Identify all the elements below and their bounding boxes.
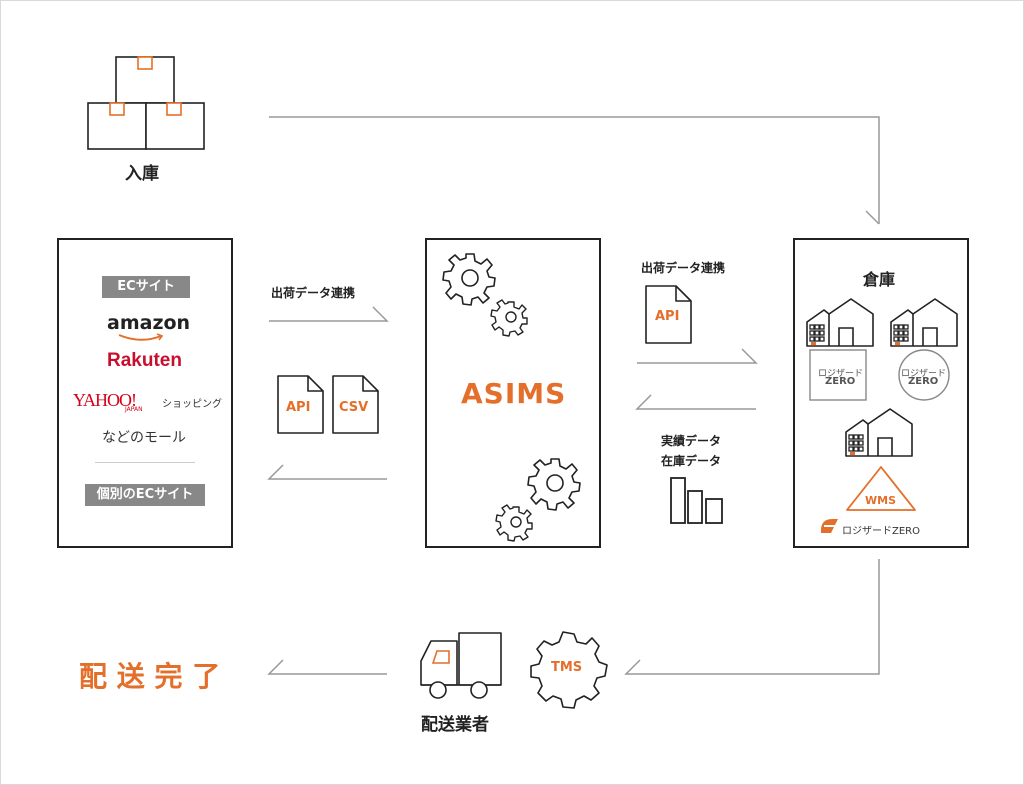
warehouse-icon xyxy=(845,408,913,457)
boxes-icon xyxy=(87,56,205,150)
gear-icon xyxy=(527,458,581,511)
result-data-label: 実績データ xyxy=(661,434,722,448)
gear-icon-small xyxy=(495,504,533,542)
arrow-warehouse-to-asims xyxy=(635,394,756,410)
yahoo-logo: YAHOO! xyxy=(73,390,137,410)
warehouse-panel: 倉庫 ロジザード ZERO ロジザード ZERO WMS ロジザードZERO xyxy=(793,238,969,548)
individual-ec-site-tag: 個別のECサイト xyxy=(85,484,205,506)
ec-site-tag: ECサイト xyxy=(102,276,190,298)
badge-2-line1: ロジザード xyxy=(901,369,947,379)
warehouse-graphics xyxy=(806,298,958,533)
logizard-badge-square xyxy=(809,349,867,401)
arrow-ec-to-asims xyxy=(269,306,389,322)
yahoo-shopping-text: ショッピング xyxy=(162,399,222,410)
warehouse-icon xyxy=(806,298,874,347)
logizard-brand-icon xyxy=(820,519,838,533)
bar-chart-icon xyxy=(670,477,723,524)
arrowhead-warehouse xyxy=(865,210,880,225)
warehouse-title: 倉庫 xyxy=(863,270,896,289)
amazon-smile-icon xyxy=(118,333,164,341)
logizard-brand-text: ロジザードZERO xyxy=(842,526,920,537)
right-shipping-data-label: 出荷データ連携 xyxy=(641,261,726,275)
delivery-complete-label: 配 送 完 了 xyxy=(79,660,221,693)
warehouse-icon xyxy=(890,298,958,347)
doc-label-csv: CSV xyxy=(339,400,369,415)
gear-icon-small xyxy=(490,299,528,337)
tms-label: TMS xyxy=(551,660,583,675)
amazon-logo: amazon xyxy=(107,312,191,334)
divider xyxy=(95,462,195,463)
stock-data-label: 在庫データ xyxy=(661,454,722,468)
doc-label-api-left: API xyxy=(286,400,311,415)
connector-inbound-to-warehouse xyxy=(269,116,880,224)
arrow-carrier-to-done xyxy=(267,659,387,675)
badge-1-line2: ZERO xyxy=(825,376,856,387)
asims-title: ASIMS xyxy=(461,377,567,410)
arrow-asims-to-warehouse xyxy=(637,348,758,364)
badge-2-line2: ZERO xyxy=(908,376,939,387)
arrow-asims-to-ec xyxy=(267,464,387,480)
rakuten-logo: Rakuten xyxy=(107,350,182,371)
doc-label-api-right: API xyxy=(655,309,680,324)
ec-sites-panel: ECサイト amazon Rakuten YAHOO! JAPAN ショッピング… xyxy=(57,238,233,548)
gear-icon xyxy=(442,253,496,306)
carrier-label: 配送業者 xyxy=(421,715,489,735)
logizard-badge-round xyxy=(898,349,950,401)
truck-icon xyxy=(420,632,502,699)
asims-panel: ASIMS xyxy=(425,238,601,548)
left-shipping-data-label: 出荷データ連携 xyxy=(271,286,356,300)
tms-gear-icon xyxy=(530,631,608,709)
badge-1-line1: ロジザード xyxy=(818,369,864,379)
yahoo-japan-text: JAPAN xyxy=(125,406,143,413)
wms-triangle-icon xyxy=(846,466,916,511)
wms-label: WMS xyxy=(865,494,897,507)
malls-text: などのモール xyxy=(102,430,186,446)
inbound-label: 入庫 xyxy=(125,164,159,184)
connector-warehouse-to-tms xyxy=(624,559,880,675)
